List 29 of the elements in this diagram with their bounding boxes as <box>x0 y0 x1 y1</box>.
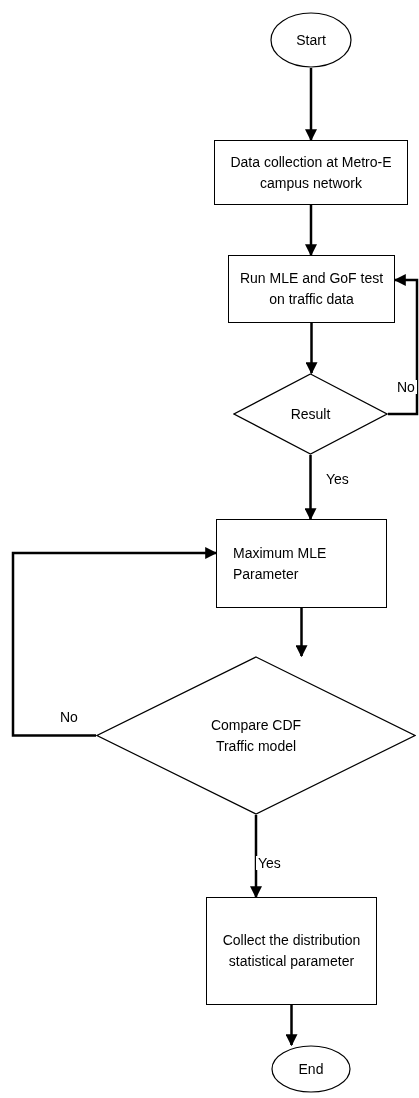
arrow <box>285 1005 298 1047</box>
decision-diamond <box>96 656 416 815</box>
decision-diamond <box>233 373 388 455</box>
terminal-ellipse <box>271 1045 351 1093</box>
process-box <box>214 140 408 205</box>
node-label: Result <box>290 404 331 424</box>
node-label: Collect the distribution statistical parameter <box>221 931 362 971</box>
process-box <box>228 255 395 323</box>
terminal-ellipse <box>270 12 352 68</box>
edge-label: Yes <box>256 856 283 870</box>
process-box <box>206 897 377 1005</box>
edge-label: No <box>58 710 80 724</box>
arrow <box>295 608 308 658</box>
edge-label: Yes <box>324 472 351 486</box>
arrow <box>388 274 419 416</box>
arrow <box>305 68 317 142</box>
node-label: End <box>298 1059 324 1079</box>
node-label: Data collection at Metro-E campus network <box>229 152 393 193</box>
process-box <box>216 519 387 608</box>
arrow <box>305 323 318 375</box>
arrow <box>250 815 262 899</box>
arrow <box>11 547 218 737</box>
arrow <box>304 455 317 521</box>
edge-label: No <box>395 380 417 394</box>
node-label: Maximum MLE Parameter <box>232 543 328 584</box>
node-label: Compare CDF Traffic model <box>209 715 303 756</box>
node-label: Start <box>296 30 326 50</box>
node-label: Run MLE and GoF test on traffic data <box>238 269 385 309</box>
arrow <box>305 205 317 257</box>
